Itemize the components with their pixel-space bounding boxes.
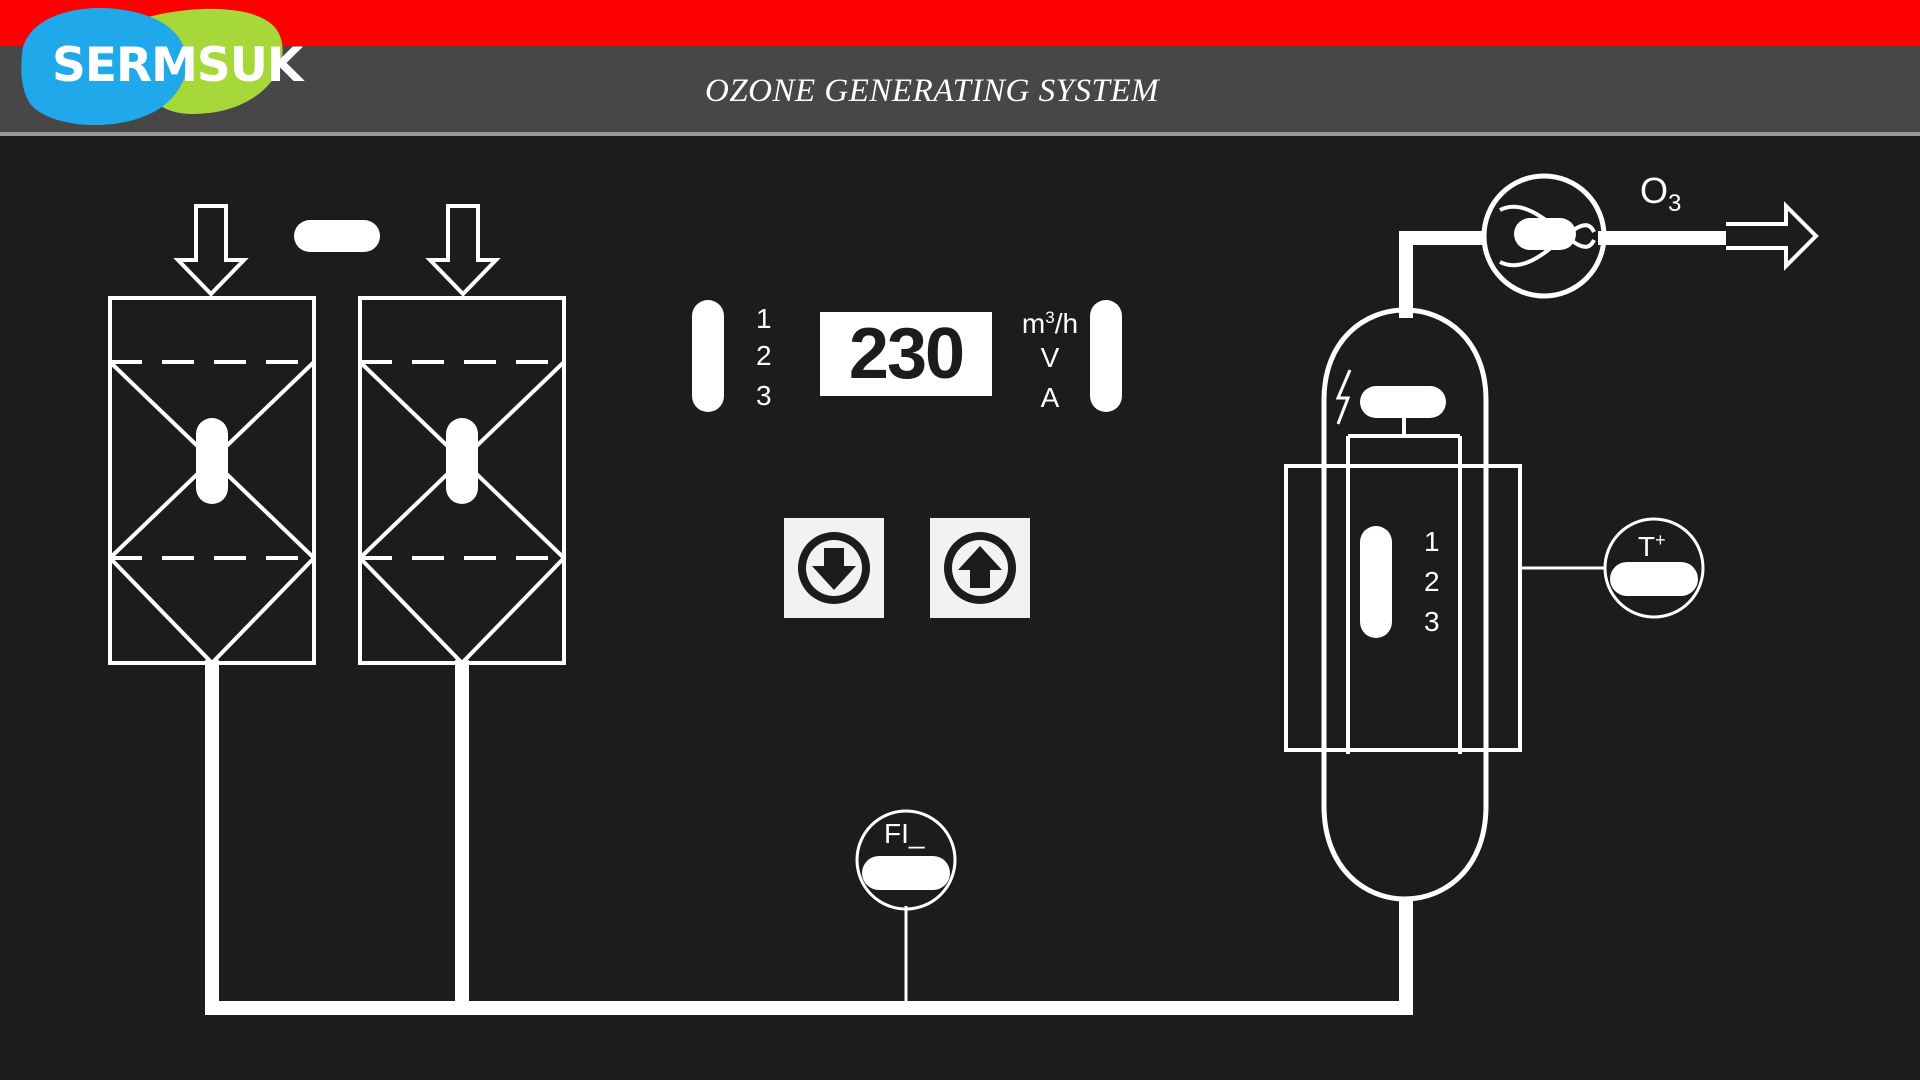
dryer-right-valve-pill bbox=[446, 418, 478, 504]
arrow-up-icon bbox=[944, 532, 1016, 604]
flow-indicator-label: FI_ bbox=[884, 818, 925, 849]
unit-amp-label: A bbox=[1040, 382, 1060, 413]
piping bbox=[205, 231, 1726, 1015]
flow-indicator-pill bbox=[862, 856, 950, 890]
flow-indicator-circle bbox=[855, 809, 957, 911]
stage-number: 1 bbox=[1424, 526, 1440, 557]
unit-volt-label: V bbox=[1040, 342, 1060, 373]
inlet-arrow-right-icon bbox=[425, 204, 501, 297]
temperature-indicator-pill bbox=[1610, 562, 1698, 596]
arrow-down-icon bbox=[798, 532, 870, 604]
header-bar bbox=[0, 46, 1920, 136]
channel-number: 3 bbox=[756, 380, 772, 411]
stage-number: 3 bbox=[1424, 606, 1440, 637]
page-title: OZONE GENERATING SYSTEM bbox=[705, 73, 1159, 109]
stage-number: 2 bbox=[1424, 566, 1440, 597]
unit-selector-right-pill bbox=[1090, 300, 1122, 412]
sermsuk-logo: SERMSUK bbox=[18, 2, 303, 130]
high-voltage-icon bbox=[1335, 369, 1352, 425]
temperature-indicator-circle bbox=[1603, 517, 1705, 619]
top-red-stripe bbox=[0, 0, 1920, 46]
dryer-status-pill bbox=[294, 220, 380, 252]
temperature-indicator-label: T+ bbox=[1638, 530, 1666, 562]
outlet-arrow-icon bbox=[1726, 201, 1819, 271]
channel-number: 2 bbox=[756, 340, 772, 371]
unit-flow-label: m3/h bbox=[1021, 308, 1079, 339]
ozone-analyzer-pill bbox=[1514, 218, 1576, 250]
ozone-outlet-label: O3 bbox=[1640, 170, 1682, 217]
high-voltage-pill bbox=[1360, 386, 1446, 418]
increase-button[interactable] bbox=[930, 518, 1030, 618]
inlet-arrow-left-icon bbox=[173, 204, 249, 297]
readout-display: 230 bbox=[820, 312, 992, 396]
decrease-button[interactable] bbox=[784, 518, 884, 618]
logo-blob-icon bbox=[21, 7, 283, 126]
logo-brand-text: SERMSUK bbox=[52, 38, 303, 93]
dryer-left-valve-pill bbox=[196, 418, 228, 504]
generator-stage-pill bbox=[1360, 526, 1392, 638]
ozone-generator-vessel bbox=[1284, 307, 1522, 902]
channel-selector-left-pill bbox=[692, 300, 724, 412]
channel-number: 1 bbox=[756, 303, 772, 334]
